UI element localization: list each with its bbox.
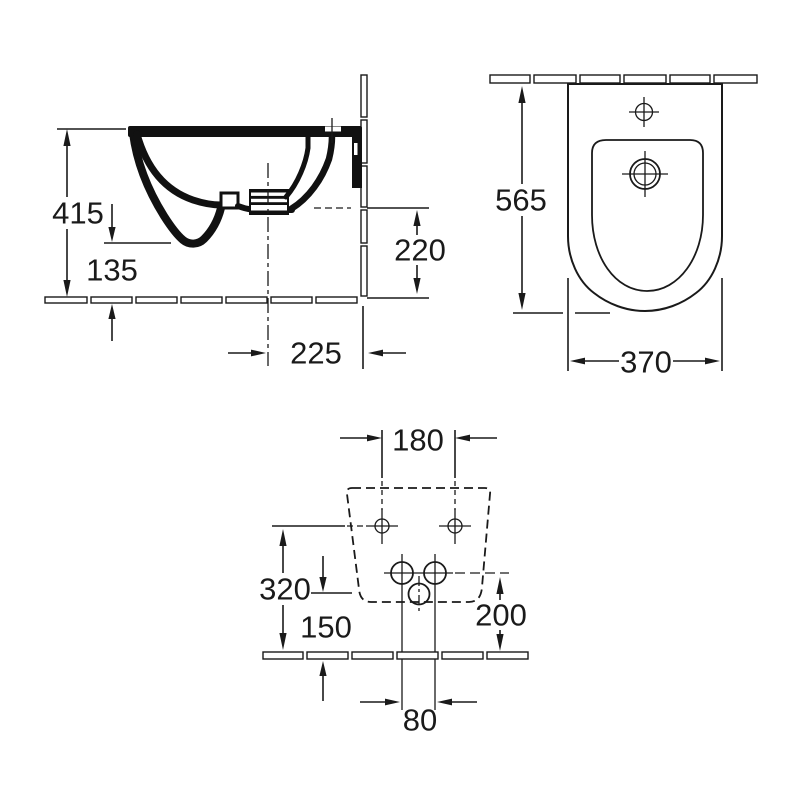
underside-tab: [219, 191, 240, 210]
drain-slot: [251, 198, 287, 203]
dim-80-label: 80: [403, 703, 437, 738]
dim-200-label: 200: [475, 598, 527, 633]
bowl-floor-band: [133, 130, 225, 209]
dim-135-label: 135: [86, 253, 138, 288]
dimension-135: 135: [86, 204, 171, 341]
dimension-225: 225: [228, 306, 406, 371]
arrowhead: [367, 434, 382, 442]
dim-370-label: 370: [620, 345, 672, 380]
dimension-180: 180: [340, 423, 497, 510]
tile: [623, 74, 667, 84]
dim-565-label: 565: [495, 183, 547, 218]
tile: [351, 651, 394, 660]
tile: [135, 296, 178, 304]
wall-line: [489, 74, 758, 84]
tap-hole-marker: [629, 97, 659, 127]
tile: [713, 74, 758, 84]
arrowhead: [108, 304, 116, 319]
arrowhead: [496, 577, 504, 594]
dimension-200: 200: [475, 577, 527, 651]
dimension-150: 150: [300, 556, 352, 701]
drain-slot: [251, 192, 287, 196]
rim-slot: [325, 126, 341, 132]
bidet-basin-outline: [591, 139, 704, 292]
tile: [360, 245, 368, 297]
trap-band: [287, 132, 336, 213]
bowl-back-band: [283, 133, 311, 200]
arrowhead: [518, 86, 526, 103]
supply-hole-left: [390, 554, 414, 710]
tile: [44, 296, 88, 304]
arrowhead: [251, 349, 266, 357]
back-view: 180: [259, 423, 529, 738]
arrowhead: [279, 529, 287, 546]
arrowhead: [63, 280, 71, 297]
tile: [225, 296, 268, 304]
drain-hole: [407, 576, 431, 614]
arrowhead: [413, 278, 421, 294]
back-mounting-band: [352, 131, 362, 188]
tile: [489, 74, 531, 84]
arrowhead: [570, 357, 585, 365]
tile: [669, 74, 711, 84]
floor-line: [262, 651, 529, 660]
arrowhead: [319, 661, 327, 676]
bidet-side-profile: [128, 118, 362, 248]
tile: [360, 209, 368, 244]
dimension-320: 320: [259, 529, 311, 650]
dimension-415: 415: [52, 128, 126, 297]
arrowhead: [413, 210, 421, 226]
tile: [396, 651, 439, 660]
dim-415-label: 415: [52, 196, 104, 231]
arrowhead: [705, 357, 720, 365]
dim-180-label: 180: [392, 423, 444, 458]
arrowhead: [368, 349, 383, 357]
dimension-80: 80: [360, 698, 477, 738]
dim-150-label: 150: [300, 610, 352, 645]
tile: [262, 651, 304, 660]
tile: [360, 74, 368, 118]
tile: [180, 296, 223, 304]
fixing-hole-right: [439, 509, 471, 544]
arrowhead: [63, 129, 71, 146]
back-slot: [354, 143, 358, 155]
arrowhead: [108, 227, 116, 242]
front-shell-band: [129, 129, 225, 248]
tile: [315, 296, 358, 304]
dim-320-label: 320: [259, 572, 311, 607]
arrowhead: [518, 293, 526, 310]
tile: [486, 651, 529, 660]
faucet-hole-marker: [622, 151, 668, 197]
arrowhead: [319, 577, 327, 592]
dim-225-label: 225: [290, 336, 342, 371]
arrowhead: [437, 698, 452, 706]
dimension-565: 565: [495, 86, 610, 314]
tile: [533, 74, 577, 84]
arrowhead: [455, 434, 470, 442]
bidet-footprint-dashed: [345, 487, 492, 603]
drain-slot: [251, 205, 287, 211]
floor-line: [44, 296, 358, 304]
rim-band: [128, 126, 362, 137]
arrowhead: [385, 698, 400, 706]
supply-hole-right: [423, 554, 447, 710]
top-view: 565 370: [489, 74, 758, 380]
tile: [270, 296, 313, 304]
dim-220-label: 220: [394, 233, 446, 268]
tile: [306, 651, 349, 660]
arrowhead: [279, 633, 287, 650]
dimension-370: 370: [567, 278, 723, 380]
dimension-220: 220: [314, 207, 446, 299]
bidet-outer-outline: [567, 83, 723, 313]
tile: [441, 651, 484, 660]
fixing-hole-left: [366, 509, 398, 544]
arrowhead: [496, 634, 504, 651]
tile: [579, 74, 621, 84]
side-view: 415 135 220 225: [44, 74, 446, 371]
tile: [90, 296, 133, 304]
